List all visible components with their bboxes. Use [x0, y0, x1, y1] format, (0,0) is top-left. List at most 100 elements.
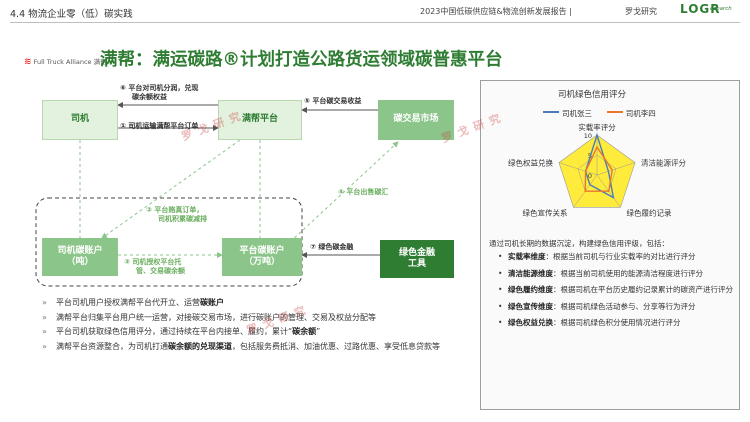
dimension-item: 实载率维度：根据当前司机与行业实载率的对比进行评分	[496, 251, 736, 264]
radar-spoke	[558, 162, 598, 176]
flow-label-7: ⑦ 绿色碳金融	[310, 243, 353, 252]
bullet-0-bold: 碳账户	[200, 298, 224, 307]
header-brand: 罗戈研究	[625, 7, 657, 16]
flow-text-2a: 平台赂真订单，	[154, 206, 204, 214]
bullet-2-post: ”	[316, 327, 321, 336]
report-title-text: 2023中国低碳供应链&物流创新发展报告	[420, 7, 567, 16]
legend-swatch-0	[543, 111, 559, 113]
bullet-2-bold: 碳余额	[292, 327, 317, 336]
logr-logo: LOGR	[680, 2, 721, 16]
dimension-list: 实载率维度：根据当前司机与行业实载率的对比进行评分 清洁能源维度：根据当前司机使…	[496, 251, 736, 334]
bullet-2-text: 平台司机获取绿色信用评分，通过持续在平台内接单、履约，累计“	[56, 327, 293, 336]
driver-box: 司机	[42, 100, 118, 140]
flow-text-4: 平台出售碳汇	[346, 188, 389, 196]
bullet-list: 平台司机用户授权满帮平台代开立、运营碳账户 满帮平台归集平台用户统一运营，对接碳…	[42, 296, 452, 354]
flow-text-2b: 司机积累碳减排	[158, 214, 207, 223]
bullet-item: 平台司机获取绿色信用评分，通过持续在平台内接单、履约，累计“碳余额”	[42, 325, 452, 340]
flow-num-1: ①	[120, 122, 126, 130]
bullet-1-text: 满帮平台归集平台用户统一运营，对接碳交易市场，进行碳账户的管理、交易及权益分配等	[56, 312, 376, 322]
platform-carbon-account-box: 平台碳账户 （万吨）	[222, 238, 302, 276]
flow-num-5: ⑤	[304, 97, 310, 105]
radar-axis-label: 绿色履约记录	[627, 207, 672, 217]
legend-swatch-1	[606, 111, 623, 113]
flow-text-7: 绿色碳金融	[318, 243, 354, 251]
dimension-2-desc: ：根据司机在平台历史履约记录累计的碳资产进行评分	[553, 285, 733, 294]
credit-score-panel	[480, 80, 740, 410]
green-finance-line2: 工具	[407, 259, 426, 269]
dimension-item: 绿色宣传维度：根据司机绿色活动参与、分享等行为评分	[496, 301, 736, 314]
flow-label-4: ④ 平台出售碳汇	[338, 188, 388, 197]
radar-axis-label: 清洁能源评分	[641, 158, 686, 168]
radar-series-1	[584, 145, 613, 192]
dimension-4-desc: ：根据司机绿色积分使用情况进行评分	[553, 318, 681, 327]
header-divider	[10, 22, 740, 23]
flow-label-2: ② 平台赂真订单， 司机积累碳减排	[146, 206, 207, 224]
dimension-3-name: 绿色宣传维度	[508, 301, 553, 311]
fta-logo-icon: ≋	[24, 57, 32, 67]
fta-logo: ≋ Full Truck Alliance 满帮	[24, 56, 107, 67]
flow-num-2: ②	[146, 206, 152, 214]
flow-num-6: ⑥	[120, 84, 126, 92]
flow-text-3a: 司机授权平台托	[132, 258, 182, 266]
dimension-0-desc: ：根据当前司机与行业实载率的对比进行评分	[545, 252, 696, 261]
bullet-3-post: ，包括服务费抵消、加油优惠、过路优惠、享受低息贷款等	[232, 341, 440, 351]
bullet-3-text: 满帮平台资源整合，为司机打通	[56, 341, 168, 351]
panel-intro: 通过司机长期的数据沉淀，构建绿色信用评级，包括：	[489, 239, 669, 248]
driver-carbon-account-box: 司机碳账户 （吨）	[42, 238, 118, 276]
platform-account-line1: 平台碳账户	[239, 245, 285, 256]
bullet-item: 满帮平台归集平台用户统一运营，对接碳交易市场，进行碳账户的管理、交易及权益分配等	[42, 311, 452, 326]
flow-text-6a: 平台对司机分润，兑现	[128, 84, 199, 92]
dimension-3-desc: ：根据司机绿色活动参与、分享等行为评分	[553, 301, 696, 311]
dimension-item: 绿色权益兑换：根据司机绿色积分使用情况进行评分	[496, 317, 736, 330]
radar-axis-label: 绿色宣传关系	[522, 207, 567, 217]
flow-label-1: ① 司机运输满帮平台订单	[120, 122, 198, 131]
flow-num-4: ④	[338, 188, 344, 196]
legend-label-0: 司机张三	[562, 109, 592, 118]
dimension-1-name: 清洁能源维度	[508, 268, 553, 278]
radar-legend: 司机张三 司机李四	[543, 108, 656, 119]
flow-label-3: ③ 司机授权平台托 管、交易碳余额	[124, 258, 185, 276]
arrow-2	[101, 139, 241, 239]
radar-tick-label: 10	[584, 132, 592, 140]
radar-tick-label: 0	[588, 172, 592, 180]
logr-logo-sub: esearch	[710, 6, 732, 12]
bullet-3-bold: 碳余额的兑现渠道	[168, 341, 232, 351]
platform-box: 满帮平台	[218, 100, 302, 140]
flow-text-6b: 碳余额权益	[132, 92, 167, 101]
flow-num-3: ③	[124, 258, 130, 266]
header-separator: |	[569, 7, 572, 16]
flow-label-5: ⑤ 平台碳交易收益	[304, 97, 361, 106]
flow-text-3b: 管、交易碳余额	[136, 266, 185, 275]
carbon-market-box: 碳交易市场	[378, 100, 454, 140]
fta-logo-text: Full Truck Alliance 满帮	[33, 58, 107, 66]
dimension-item: 清洁能源维度：根据当前司机使用的能源清洁程度进行评分	[496, 268, 736, 281]
driver-account-line1: 司机碳账户	[57, 245, 103, 256]
green-finance-line1: 绿色金融	[398, 247, 435, 258]
radar-axis-label: 实载率评分	[578, 122, 616, 132]
radar-title: 司机绿色信用评分	[558, 90, 627, 100]
platform-account-line2: （万吨）	[243, 257, 280, 267]
report-title: 2023中国低碳供应链&物流创新发展报告 |	[420, 6, 572, 17]
legend-label-1: 司机李四	[625, 109, 656, 118]
flow-num-7: ⑦	[310, 243, 316, 251]
bullet-item: 满帮平台资源整合，为司机打通碳余额的兑现渠道，包括服务费抵消、加油优惠、过路优惠…	[42, 340, 452, 355]
radar-axis-label: 绿色权益兑换	[508, 158, 553, 168]
radar-spoke	[596, 162, 636, 176]
flow-text-5: 平台碳交易收益	[312, 97, 362, 105]
dimension-item: 绿色履约维度：根据司机在平台历史履约记录累计的碳资产进行评分	[496, 284, 736, 297]
arrow-4	[289, 141, 399, 243]
green-finance-box: 绿色金融 工具	[380, 240, 454, 278]
dimension-1-desc: ：根据当前司机使用的能源清洁程度进行评分	[553, 268, 703, 278]
section-label: 4.4 物流企业零（低）碳实践	[10, 9, 133, 20]
bullet-0-text: 平台司机用户授权满帮平台代开立、运营	[56, 298, 200, 307]
flow-label-6: ⑥ 平台对司机分润，兑现 碳余额权益	[120, 84, 198, 102]
dimension-4-name: 绿色权益兑换	[508, 318, 553, 327]
driver-account-line2: （吨）	[66, 257, 94, 267]
bullet-item: 平台司机用户授权满帮平台代开立、运营碳账户	[42, 296, 452, 311]
flow-text-1: 司机运输满帮平台订单	[128, 122, 199, 130]
dimension-2-name: 绿色履约维度	[508, 285, 553, 294]
dimension-0-name: 实载率维度	[508, 252, 546, 261]
slide-title: 满帮：满运碳路®计划打造公路货运领域碳普惠平台	[100, 50, 503, 70]
